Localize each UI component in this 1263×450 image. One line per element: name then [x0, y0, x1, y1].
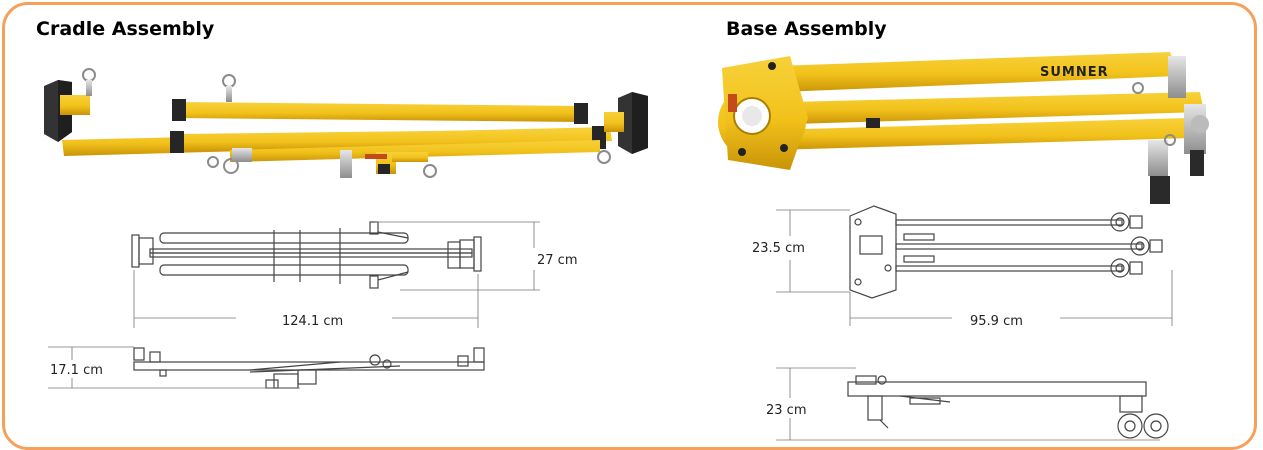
base-hub [718, 56, 808, 170]
cradle-side-view-drawing [48, 346, 485, 389]
base-assembly-title: Base Assembly [726, 18, 887, 40]
cradle-left-end-pad [44, 80, 90, 142]
cradle-depth-label: 17.1 cm [50, 363, 103, 378]
base-length-label: 95.9 cm [970, 314, 1023, 329]
base-arm-bottom [770, 118, 1192, 150]
base-arm-middle [790, 92, 1204, 124]
base-height-label: 23 cm [766, 403, 807, 418]
cradle-length-label: 124.1 cm [282, 314, 343, 329]
cradle-height-label: 27 cm [537, 253, 578, 268]
cradle-rail-top [172, 99, 588, 124]
base-photo: SUMNER [718, 52, 1209, 204]
cradle-top-view-drawing [131, 221, 540, 328]
base-top-view-drawing [776, 205, 1173, 326]
base-side-view-drawing [776, 367, 1169, 441]
base-arm-top [776, 52, 1178, 92]
cradle-photo [44, 68, 648, 178]
base-casters [1148, 56, 1209, 204]
cradle-right-end-pad [604, 92, 648, 154]
base-width-label: 23.5 cm [752, 241, 805, 256]
cradle-assembly-title: Cradle Assembly [36, 18, 215, 40]
sumner-logo-text: SUMNER [1040, 65, 1109, 80]
